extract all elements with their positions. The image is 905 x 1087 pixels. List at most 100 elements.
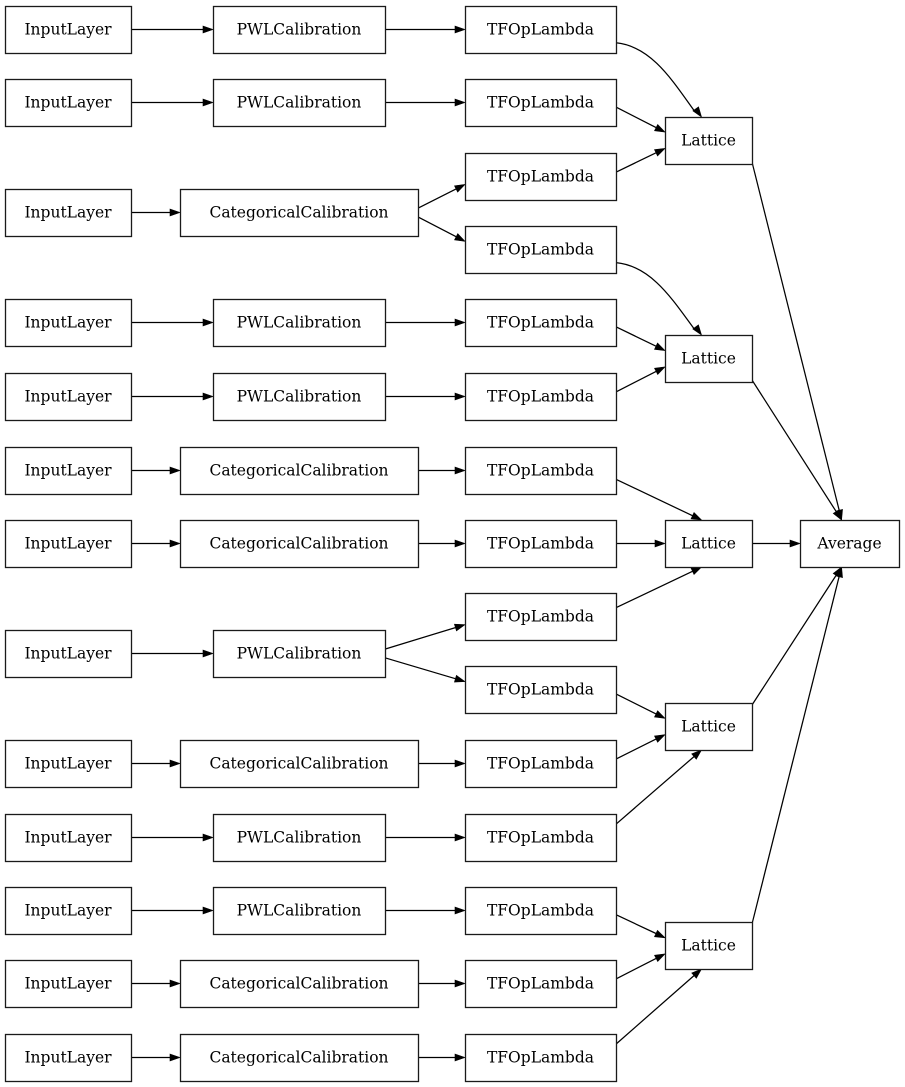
- node-box: [464, 665, 618, 715]
- node-pwlcalibration-cal8[interactable]: PWLCalibration: [212, 629, 387, 679]
- node-box: [464, 372, 618, 422]
- node-tfoplambda-op12[interactable]: TFOpLambda: [464, 813, 618, 863]
- node-inputlayer-in1[interactable]: InputLayer: [4, 5, 133, 55]
- edge-in10-to-cal10: [131, 833, 214, 842]
- node-box: [4, 446, 133, 496]
- edge-cal2-to-op2: [385, 98, 466, 107]
- arrowhead-icon: [654, 734, 666, 743]
- node-tfoplambda-op6[interactable]: TFOpLambda: [464, 372, 618, 422]
- node-label: InputLayer: [24, 204, 112, 222]
- node-box: [464, 5, 618, 55]
- node-box: [4, 78, 133, 128]
- node-box: [464, 959, 618, 1009]
- node-pwlcalibration-cal11[interactable]: PWLCalibration: [212, 886, 387, 936]
- node-pwlcalibration-cal4[interactable]: PWLCalibration: [212, 298, 387, 348]
- edge-line: [615, 975, 695, 1045]
- node-tfoplambda-op9[interactable]: TFOpLambda: [464, 592, 618, 642]
- edge-lat4-to-avg: [751, 566, 843, 706]
- node-inputlayer-in2[interactable]: InputLayer: [4, 78, 133, 128]
- node-box: [464, 519, 618, 569]
- edge-in13-to-cal13: [131, 1053, 181, 1062]
- node-inputlayer-in12[interactable]: InputLayer: [4, 959, 133, 1009]
- edge-in6-to-cal6: [131, 466, 181, 475]
- node-inputlayer-in4[interactable]: InputLayer: [4, 298, 133, 348]
- node-categoricalcalibration-cal6[interactable]: CategoricalCalibration: [179, 446, 420, 496]
- node-label: TFOpLambda: [487, 829, 594, 847]
- node-label: CategoricalCalibration: [209, 1049, 388, 1067]
- node-inputlayer-in13[interactable]: InputLayer: [4, 1033, 133, 1083]
- node-categoricalcalibration-cal12[interactable]: CategoricalCalibration: [179, 959, 420, 1009]
- node-lattice-lat1[interactable]: Lattice: [664, 116, 754, 166]
- node-tfoplambda-op15[interactable]: TFOpLambda: [464, 1033, 618, 1083]
- arrowhead-icon: [454, 1053, 466, 1062]
- node-inputlayer-in9[interactable]: InputLayer: [4, 739, 133, 789]
- node-inputlayer-in7[interactable]: InputLayer: [4, 519, 133, 569]
- node-box: [664, 921, 754, 971]
- edge-line: [615, 478, 693, 517]
- arrowhead-icon: [690, 512, 703, 521]
- node-tfoplambda-op11[interactable]: TFOpLambda: [464, 739, 618, 789]
- node-box: [464, 886, 618, 936]
- node-average-avg[interactable]: Average: [799, 519, 901, 569]
- node-inputlayer-in10[interactable]: InputLayer: [4, 813, 133, 863]
- arrowhead-icon: [692, 324, 703, 336]
- node-lattice-lat5[interactable]: Lattice: [664, 921, 754, 971]
- edge-line: [615, 42, 695, 111]
- node-label: TFOpLambda: [487, 168, 594, 186]
- node-label: TFOpLambda: [487, 21, 594, 39]
- edge-op7-to-lat3: [615, 478, 703, 521]
- node-tfoplambda-op4[interactable]: TFOpLambda: [464, 225, 618, 275]
- arrowhead-icon: [454, 318, 466, 327]
- edge-line: [384, 627, 456, 650]
- node-tfoplambda-op3[interactable]: TFOpLambda: [464, 152, 618, 202]
- node-tfoplambda-op1[interactable]: TFOpLambda: [464, 5, 618, 55]
- node-label: PWLCalibration: [237, 94, 362, 112]
- node-categoricalcalibration-cal13[interactable]: CategoricalCalibration: [179, 1033, 420, 1083]
- node-categoricalcalibration-cal9[interactable]: CategoricalCalibration: [179, 739, 420, 789]
- node-box: [4, 1033, 133, 1083]
- node-inputlayer-in5[interactable]: InputLayer: [4, 372, 133, 422]
- node-tfoplambda-op5[interactable]: TFOpLambda: [464, 298, 618, 348]
- node-pwlcalibration-cal1[interactable]: PWLCalibration: [212, 5, 387, 55]
- edge-layer: [131, 25, 843, 1062]
- node-lattice-lat4[interactable]: Lattice: [664, 702, 754, 752]
- node-tfoplambda-op10[interactable]: TFOpLambda: [464, 665, 618, 715]
- arrowhead-icon: [454, 833, 466, 842]
- edge-line: [751, 576, 840, 925]
- arrowhead-icon: [202, 649, 214, 658]
- edge-op15-to-lat5: [615, 968, 703, 1045]
- arrowhead-icon: [654, 123, 666, 133]
- edge-line: [751, 161, 840, 511]
- edge-in5-to-cal5: [131, 392, 214, 401]
- node-pwlcalibration-cal5[interactable]: PWLCalibration: [212, 372, 387, 422]
- node-tfoplambda-op13[interactable]: TFOpLambda: [464, 886, 618, 936]
- node-tfoplambda-op2[interactable]: TFOpLambda: [464, 78, 618, 128]
- node-pwlcalibration-cal10[interactable]: PWLCalibration: [212, 813, 387, 863]
- node-label: InputLayer: [24, 1049, 112, 1067]
- node-tfoplambda-op7[interactable]: TFOpLambda: [464, 446, 618, 496]
- node-inputlayer-in3[interactable]: InputLayer: [4, 188, 133, 238]
- edge-in2-to-cal2: [131, 98, 214, 107]
- node-box: [212, 5, 387, 55]
- node-categoricalcalibration-cal7[interactable]: CategoricalCalibration: [179, 519, 420, 569]
- node-inputlayer-in8[interactable]: InputLayer: [4, 629, 133, 679]
- node-tfoplambda-op14[interactable]: TFOpLambda: [464, 959, 618, 1009]
- node-lattice-lat2[interactable]: Lattice: [664, 334, 754, 384]
- node-inputlayer-in11[interactable]: InputLayer: [4, 886, 133, 936]
- node-lattice-lat3[interactable]: Lattice: [664, 519, 754, 569]
- node-label: PWLCalibration: [237, 21, 362, 39]
- node-pwlcalibration-cal2[interactable]: PWLCalibration: [212, 78, 387, 128]
- arrowhead-icon: [654, 953, 666, 963]
- arrowhead-icon: [454, 233, 466, 242]
- node-box: [212, 629, 387, 679]
- node-label: PWLCalibration: [237, 645, 362, 663]
- edge-op14-to-lat5: [615, 953, 666, 980]
- node-tfoplambda-op8[interactable]: TFOpLambda: [464, 519, 618, 569]
- node-label: TFOpLambda: [487, 681, 594, 699]
- node-categoricalcalibration-cal3[interactable]: CategoricalCalibration: [179, 188, 420, 238]
- node-inputlayer-in6[interactable]: InputLayer: [4, 446, 133, 496]
- edge-cal5-to-op6: [385, 392, 466, 401]
- edge-line: [417, 188, 457, 209]
- node-box: [664, 702, 754, 752]
